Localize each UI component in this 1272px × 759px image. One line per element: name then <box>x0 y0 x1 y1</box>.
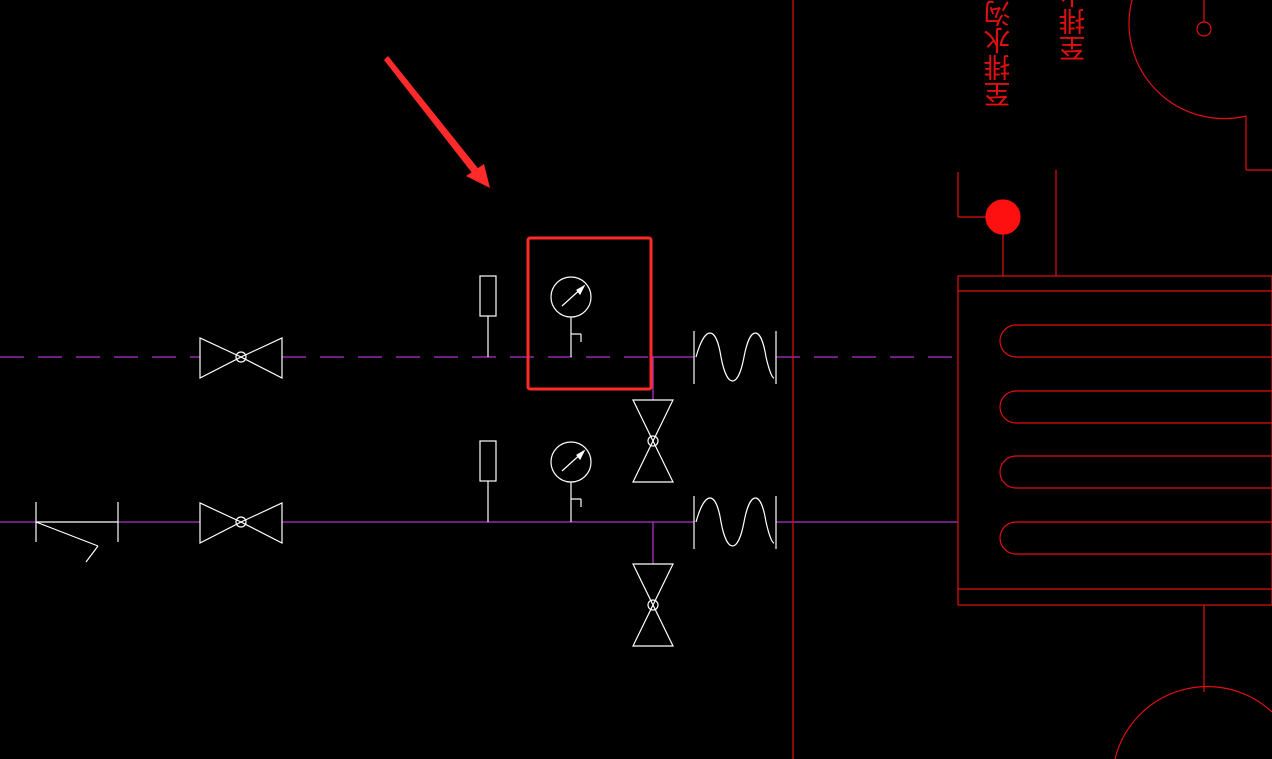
gate-valve-lower <box>199 502 283 544</box>
drain-valve-lower <box>632 563 674 647</box>
pump-indicator <box>957 170 1057 276</box>
return-pipe-solid <box>0 521 958 564</box>
label-to-drain-ditch: 至排水沟 <box>984 0 1016 108</box>
highlight-box <box>526 236 653 391</box>
thermometer-upper <box>479 275 497 357</box>
pointer-arrow <box>384 56 490 188</box>
drain-pit-top <box>1128 0 1272 171</box>
flexible-joint-lower <box>693 496 777 549</box>
thermometer-lower <box>479 440 497 522</box>
drain-pit-bottom <box>1114 685 1272 759</box>
flexible-joint-upper <box>693 331 777 384</box>
gate-valve-upper <box>199 337 283 379</box>
label-to-drain-outlet: 至排水口 <box>1060 0 1091 62</box>
pressure-gauge-lower <box>550 441 592 522</box>
drain-valve-upper <box>632 399 674 483</box>
pressure-gauge-upper <box>550 276 592 357</box>
heat-exchanger <box>957 275 1272 692</box>
y-strainer <box>35 502 119 563</box>
supply-pipe-dashed <box>0 356 958 400</box>
